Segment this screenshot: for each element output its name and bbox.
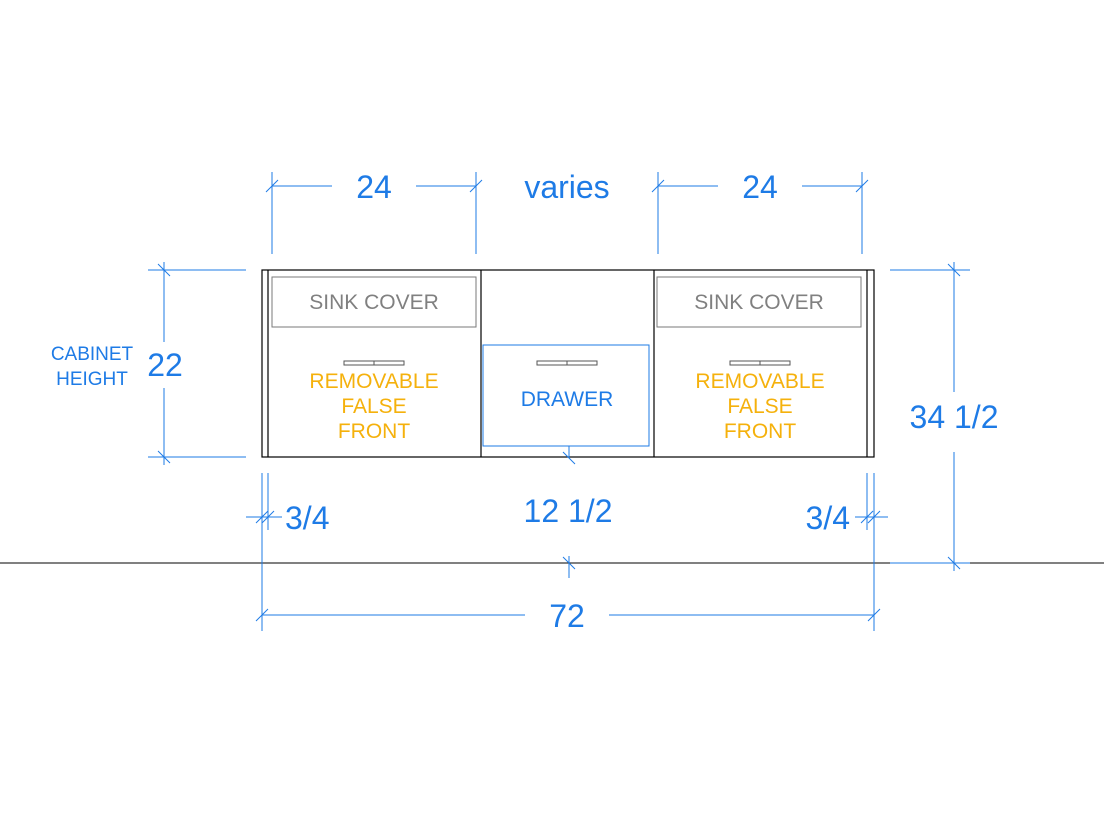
center-gap-dimension: 12 1/2	[524, 493, 613, 529]
top-dimension-group	[265, 172, 869, 254]
right-sink-cover-label: SINK COVER	[694, 291, 824, 314]
cabinet-height-dimension: 22	[147, 347, 183, 383]
right-sink-cover-panel	[656, 276, 862, 328]
left-front-label-line2: FALSE	[341, 395, 406, 418]
total-height-dimension-lines	[890, 262, 970, 571]
right-side-dimension: 3/4	[806, 500, 850, 536]
middle-width-dimension: varies	[524, 169, 609, 205]
left-width-dimension: 24	[356, 169, 392, 205]
total-width-dimension-lines	[255, 608, 881, 622]
left-front-label-line3: FRONT	[338, 420, 410, 443]
drawer-label: DRAWER	[521, 388, 614, 411]
left-sink-cover-panel	[271, 276, 477, 328]
cabinet-height-label-line2: HEIGHT	[56, 369, 128, 390]
cabinet-height-label-line1: CABINET	[51, 344, 134, 365]
cabinet-height-dimension-lines	[148, 262, 246, 465]
drawer-panel	[482, 344, 650, 447]
right-front-label-line3: FRONT	[724, 420, 796, 443]
left-side-dimension-lines	[246, 473, 282, 631]
drawer-handle	[536, 360, 598, 366]
right-front-label-line1: REMOVABLE	[695, 370, 824, 393]
right-front-label-line2: FALSE	[727, 395, 792, 418]
center-gap-dimension-lines	[562, 446, 576, 578]
total-width-dimension: 72	[549, 598, 585, 634]
left-front-handle	[343, 360, 405, 366]
left-sink-cover-label: SINK COVER	[309, 291, 439, 314]
left-front-label-line1: REMOVABLE	[309, 370, 438, 393]
right-front-handle	[729, 360, 791, 366]
left-side-dimension: 3/4	[285, 500, 329, 536]
right-side-dimension-lines	[855, 473, 888, 631]
right-width-dimension: 24	[742, 169, 778, 205]
total-height-dimension: 34 1/2	[910, 399, 999, 435]
